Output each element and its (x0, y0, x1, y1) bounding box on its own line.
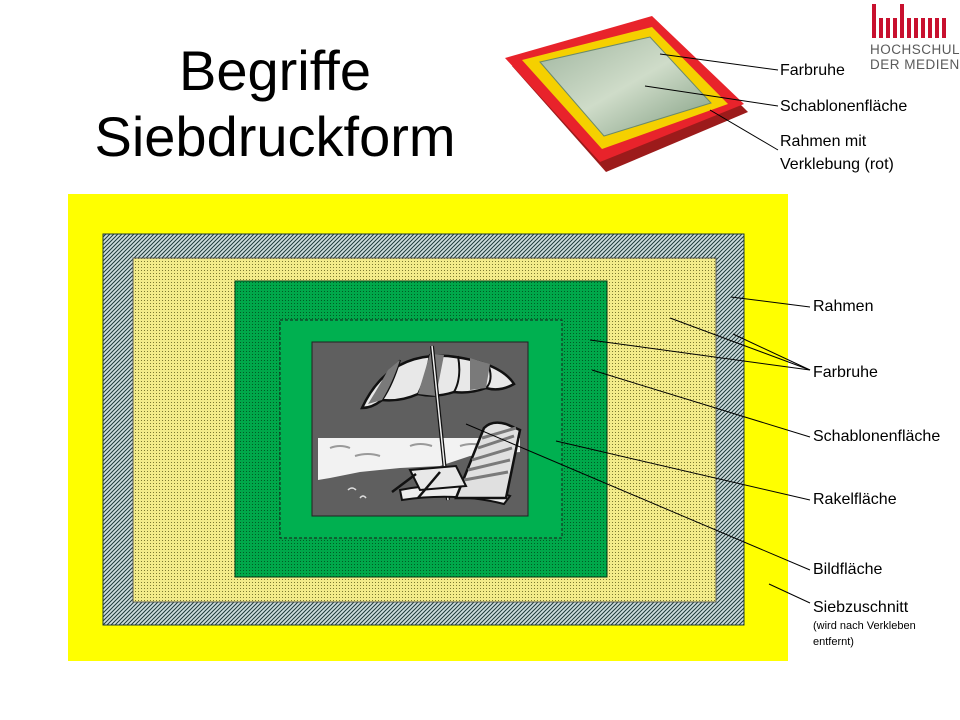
label-siebzuschnitt-note: (wird nach Verkleben entfernt) (813, 620, 916, 648)
beach-umbrella-picture (318, 345, 522, 506)
hdm-logo: HOCHSCHULE DER MEDIEN (870, 4, 960, 84)
label-top-schablonenflaeche: Schablonenfläche (780, 98, 908, 115)
screen-frame-diagram (68, 194, 788, 661)
label-rahmen: Rahmen (813, 298, 874, 315)
label-schablonenflaeche: Schablonenfläche (813, 428, 941, 445)
logo-text: HOCHSCHULE DER MEDIEN (870, 42, 960, 72)
sea-band (318, 438, 520, 480)
label-rakelflaeche: Rakelfläche (813, 491, 897, 508)
label-siebzuschnitt: Siebzuschnitt (813, 599, 909, 616)
beach-chair (391, 421, 522, 506)
logo-bars-icon (872, 4, 946, 38)
label-top-rahmen-verklebung: Rahmen mit Verklebung (rot) (780, 133, 894, 173)
title-line-1: Begriffe (179, 39, 371, 102)
logo-line-1: HOCHSCHULE (870, 42, 960, 57)
main-leader-lines (465, 296, 811, 604)
label-bildflaeche: Bildfläche (813, 561, 883, 578)
label-farbruhe: Farbruhe (813, 364, 878, 381)
slide-title: Begriffe Siebdruckform (60, 38, 490, 170)
frame-3d-illustration (505, 16, 748, 172)
top-leader-lines (644, 53, 779, 151)
logo-line-2: DER MEDIEN (870, 57, 960, 72)
frame-3d-stencil-screen (539, 36, 712, 137)
title-line-2: Siebdruckform (94, 105, 456, 168)
label-top-farbruhe: Farbruhe (780, 62, 845, 79)
